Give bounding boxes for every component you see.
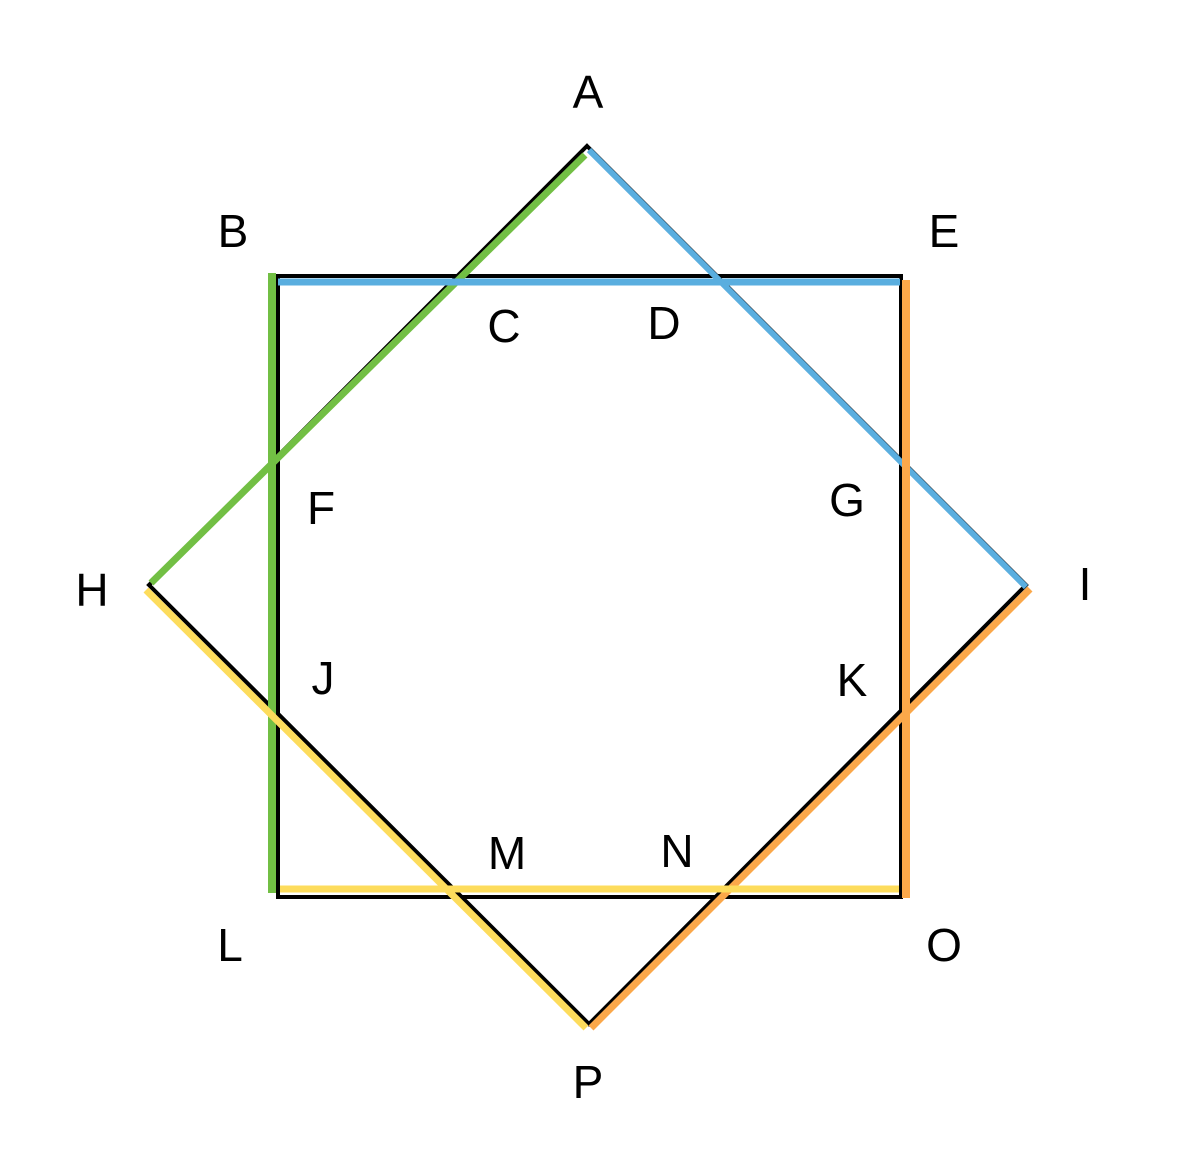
orange-segment-IP — [588, 586, 1033, 1031]
label-E: E — [929, 205, 960, 257]
blue-segment-AI — [586, 147, 1029, 590]
label-I: I — [1079, 558, 1092, 610]
label-G: G — [829, 474, 865, 526]
label-H: H — [75, 564, 108, 616]
label-P: P — [573, 1056, 604, 1108]
label-N: N — [660, 825, 693, 877]
square-BEOL — [276, 274, 903, 899]
label-J: J — [312, 652, 335, 704]
label-O: O — [926, 919, 962, 971]
label-M: M — [488, 827, 526, 879]
label-L: L — [217, 919, 243, 971]
yellow-segment-HP — [143, 587, 589, 1031]
label-F: F — [307, 482, 335, 534]
label-C: C — [487, 300, 520, 352]
label-K: K — [837, 654, 868, 706]
label-A: A — [573, 66, 604, 118]
label-B: B — [218, 205, 249, 257]
green-segment-HA — [148, 152, 588, 586]
label-D: D — [647, 297, 680, 349]
